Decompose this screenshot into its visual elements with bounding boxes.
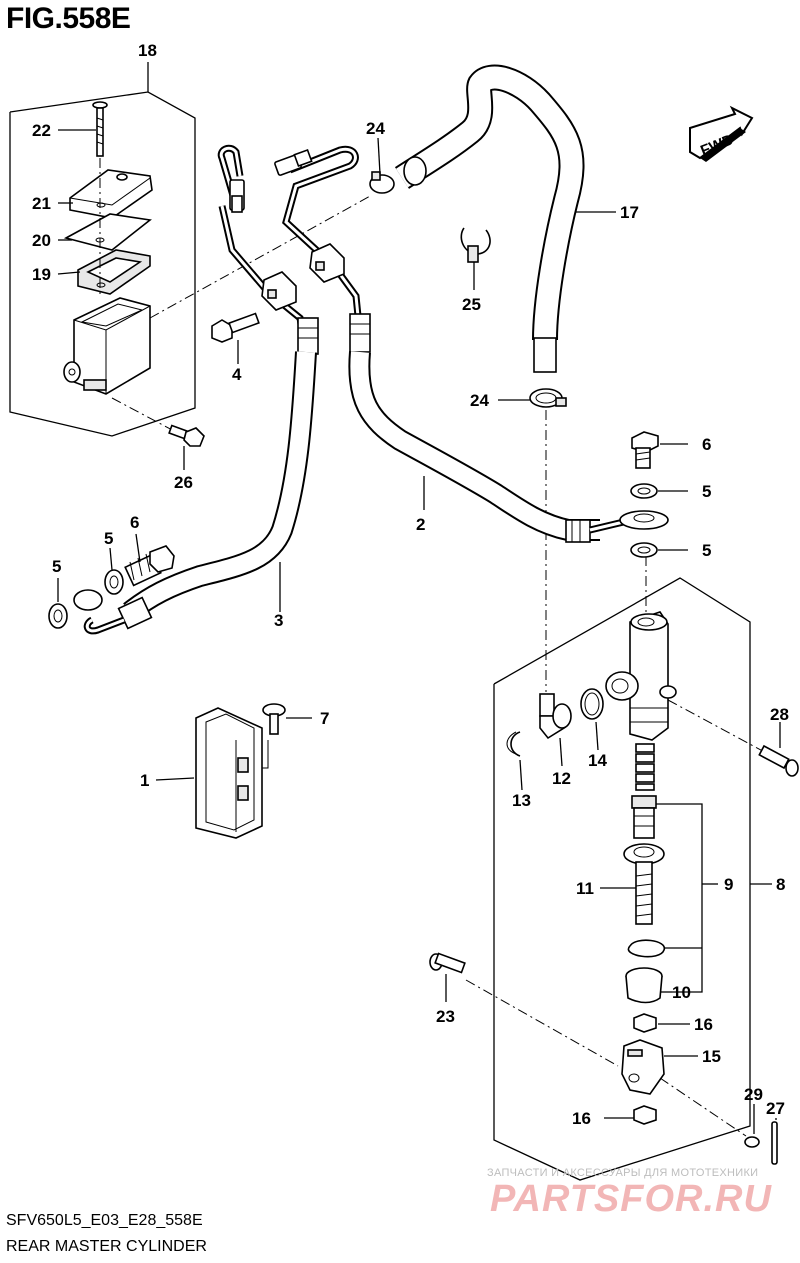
hose-clamp-top [369,171,395,194]
clevis-15 [621,1039,665,1095]
cotter-pin-27 [771,1121,778,1165]
hose-clamp-bottom [529,388,567,408]
callout-5-center: 5 [104,529,113,548]
reservoir-plate [63,213,152,251]
callout-16-lower: 16 [572,1109,591,1128]
cover-screw-7 [262,703,286,735]
callout-5-right-upper: 5 [702,482,711,501]
callout-7: 7 [320,709,329,728]
bolt-28 [758,744,799,777]
master-cylinder-body [605,611,677,741]
nut-16-lower [633,1105,657,1125]
push-rod-11 [623,843,665,925]
callout-24-top: 24 [366,119,385,138]
callout-21: 21 [32,194,51,213]
callout-25: 25 [462,295,481,314]
clevis-pin-23 [429,952,466,974]
return-spring [635,743,655,791]
fwd-arrow-icon: FWD [689,105,754,162]
callout-17: 17 [620,203,639,222]
callout-3: 3 [274,611,283,630]
callout-6-right: 6 [702,435,711,454]
banjo-bolt-6-left [124,545,175,587]
callout-22: 22 [32,121,51,140]
reservoir-body [63,297,151,395]
reservoir-diaphragm [77,249,151,295]
washer-5-right-upper [630,483,658,499]
washer-5-left [48,603,68,629]
callout-1: 1 [140,771,149,790]
reservoir-assembly-box [9,62,196,437]
bolt-26 [168,424,205,447]
callout-24-bottom: 24 [470,391,489,410]
callout-23: 23 [436,1007,455,1026]
callout-28: 28 [770,705,789,724]
piston-assembly [631,795,657,839]
model-code: SFV650L5_E03_E28_558E [6,1212,203,1229]
callout-10: 10 [672,983,691,1002]
callout-11: 11 [576,879,594,898]
callout-2: 2 [416,515,425,534]
brake-pipe-3-upper [217,144,319,355]
brake-pipe-2-upper [274,145,371,353]
o-ring-14 [580,688,604,720]
callout-15: 15 [702,1047,721,1066]
washer-5-right-lower [630,542,658,558]
callout-13: 13 [512,791,531,810]
reservoir-screw [92,101,108,157]
boot-10 [625,967,663,1004]
watermark-subtitle: ЗАПЧАСТИ И АКСЕССУАРЫ ДЛЯ МОТОТЕХНИКИ [487,1167,759,1179]
callout-18: 18 [138,41,157,60]
callout-27: 27 [766,1099,785,1118]
callout-26: 26 [174,473,193,492]
callout-19: 19 [32,265,51,284]
assembly-name: REAR MASTER CYLINDER [6,1238,207,1255]
callout-9: 9 [724,875,733,894]
washer-5-center [104,569,124,595]
brake-hose-2 [348,351,669,543]
figure-title: FIG.558E [6,2,131,35]
callout-5-right-lower: 5 [702,541,711,560]
callout-16-upper: 16 [694,1015,713,1034]
reservoir-hose [394,64,585,373]
reservoir-cap [69,169,153,219]
callout-12: 12 [552,769,571,788]
callout-14: 14 [588,751,607,770]
watermark-logo: PARTSFOR.RU [490,1178,772,1220]
callout-8: 8 [776,875,785,894]
callout-5-left: 5 [52,557,61,576]
callout-6-left: 6 [130,513,139,532]
master-cylinder-box [493,577,772,1181]
callout-4: 4 [232,365,242,384]
snap-ring [627,939,665,958]
callout-29: 29 [744,1085,763,1104]
callout-20: 20 [32,231,51,250]
banjo-bolt-6-right [631,431,659,469]
washer-29 [744,1136,760,1148]
circlip-13 [506,731,521,757]
hose-clamp-25 [460,227,491,263]
nut-16-upper [633,1013,657,1033]
inlet-fitting-12 [539,693,572,740]
brake-hose-3 [73,351,317,635]
master-cylinder-cover [195,707,263,839]
bolt-4 [211,312,260,343]
